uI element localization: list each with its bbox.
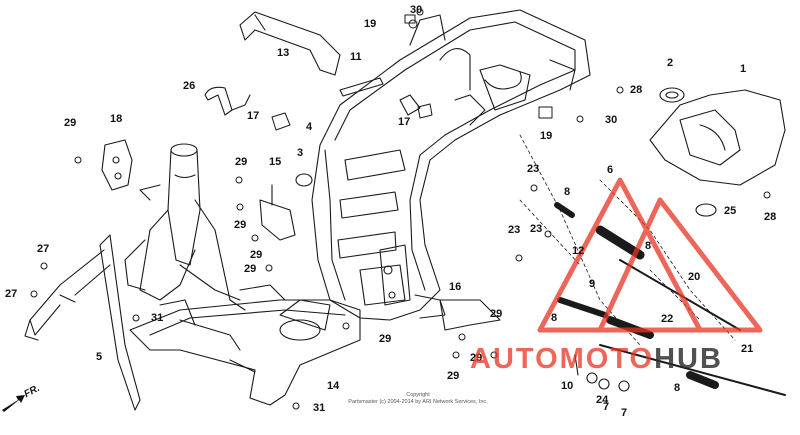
callout-29-h: 29 bbox=[470, 352, 483, 364]
bolt-21 bbox=[599, 344, 786, 396]
strip-11 bbox=[339, 77, 384, 97]
callout-12: 12 bbox=[572, 245, 585, 257]
bushing-8c bbox=[686, 371, 719, 389]
cover-13 bbox=[239, 11, 341, 76]
callout-2: 2 bbox=[667, 57, 674, 69]
callout-15: 15 bbox=[269, 156, 282, 168]
bracket-16 bbox=[439, 299, 501, 331]
callout-4: 4 bbox=[306, 121, 313, 133]
callout-27-a: 27 bbox=[37, 243, 50, 255]
head-tube bbox=[124, 143, 246, 311]
callout-26: 26 bbox=[183, 80, 196, 92]
bracket-18 bbox=[101, 139, 133, 191]
callout-8-d: 8 bbox=[674, 382, 681, 394]
callout-29-a: 29 bbox=[64, 117, 77, 129]
callout-8-a: 8 bbox=[564, 186, 571, 198]
bushing-8a bbox=[554, 202, 575, 218]
callout-30-a: 30 bbox=[410, 4, 423, 16]
callout-29-e: 29 bbox=[244, 263, 257, 275]
washer-24 bbox=[586, 372, 598, 384]
callout-27-b: 27 bbox=[5, 288, 18, 300]
callout-8-b: 8 bbox=[645, 240, 652, 252]
callout-13: 13 bbox=[277, 47, 290, 59]
callout-5: 5 bbox=[96, 351, 103, 363]
callout-11: 11 bbox=[350, 51, 362, 63]
clamp-25 bbox=[695, 203, 717, 217]
copyright-line-1: Copyright bbox=[406, 392, 430, 398]
bushing-8b bbox=[557, 297, 608, 318]
watermark-text: AUTOMOTOHUB bbox=[470, 345, 723, 374]
callout-8-c: 8 bbox=[551, 312, 558, 324]
callout-25: 25 bbox=[724, 205, 737, 217]
copyright-notice: Copyright Partsmaster (c) 2004-2014 by A… bbox=[338, 392, 498, 406]
watermark-logo bbox=[537, 177, 763, 333]
callout-6: 6 bbox=[607, 164, 614, 176]
callout-21: 21 bbox=[741, 343, 754, 355]
front-arrow-icon bbox=[2, 395, 25, 412]
callout-19-b: 19 bbox=[540, 130, 553, 142]
callout-20: 20 bbox=[688, 271, 701, 283]
copyright-line-2: Partsmaster (c) 2004-2014 by ARI Network… bbox=[348, 398, 488, 405]
clamp-26 bbox=[204, 86, 233, 116]
callout-17-b: 17 bbox=[398, 116, 411, 128]
nut-7a bbox=[598, 378, 610, 390]
grommet-2 bbox=[659, 87, 685, 103]
clip-3 bbox=[295, 173, 313, 187]
callout-31-a: 31 bbox=[151, 312, 164, 324]
main-frame bbox=[311, 9, 591, 321]
callout-17-a: 17 bbox=[247, 110, 260, 122]
callout-29-c: 29 bbox=[234, 219, 247, 231]
watermark-part-hub: HUB bbox=[654, 343, 723, 375]
callout-28-a: 28 bbox=[630, 84, 643, 96]
callout-9: 9 bbox=[589, 278, 596, 290]
watermark-part-moto: MOTO bbox=[559, 343, 655, 375]
callout-23-c: 23 bbox=[530, 223, 543, 235]
main-stand bbox=[24, 234, 141, 411]
callout-3: 3 bbox=[297, 147, 304, 159]
callout-18: 18 bbox=[110, 113, 123, 125]
collar-6 bbox=[595, 225, 645, 260]
callout-7-b: 7 bbox=[621, 407, 628, 419]
callout-29-i: 29 bbox=[447, 370, 460, 382]
callout-31-b: 31 bbox=[313, 402, 326, 414]
bracket-15 bbox=[259, 199, 296, 241]
callout-23-b: 23 bbox=[508, 224, 521, 236]
callout-10: 10 bbox=[561, 380, 574, 392]
callout-30-b: 30 bbox=[605, 114, 618, 126]
callout-29-b: 29 bbox=[235, 156, 248, 168]
lower-frame bbox=[129, 284, 361, 406]
tray-1 bbox=[649, 89, 786, 186]
callout-29-g: 29 bbox=[490, 308, 503, 320]
callout-28-b: 28 bbox=[764, 211, 777, 223]
callout-7-a: 7 bbox=[603, 401, 610, 413]
callout-24: 24 bbox=[596, 394, 609, 406]
nut-7b bbox=[618, 380, 630, 392]
watermark-part-auto: AUTO bbox=[470, 343, 560, 375]
callout-16: 16 bbox=[449, 281, 462, 293]
callout-23-a: 23 bbox=[527, 163, 540, 175]
callout-19-a: 19 bbox=[364, 18, 377, 30]
callout-1: 1 bbox=[740, 63, 747, 75]
callout-14: 14 bbox=[327, 380, 340, 392]
callout-22: 22 bbox=[661, 313, 674, 325]
callout-29-d: 29 bbox=[250, 249, 263, 261]
fasteners bbox=[30, 8, 771, 410]
callout-29-f: 29 bbox=[379, 333, 392, 345]
